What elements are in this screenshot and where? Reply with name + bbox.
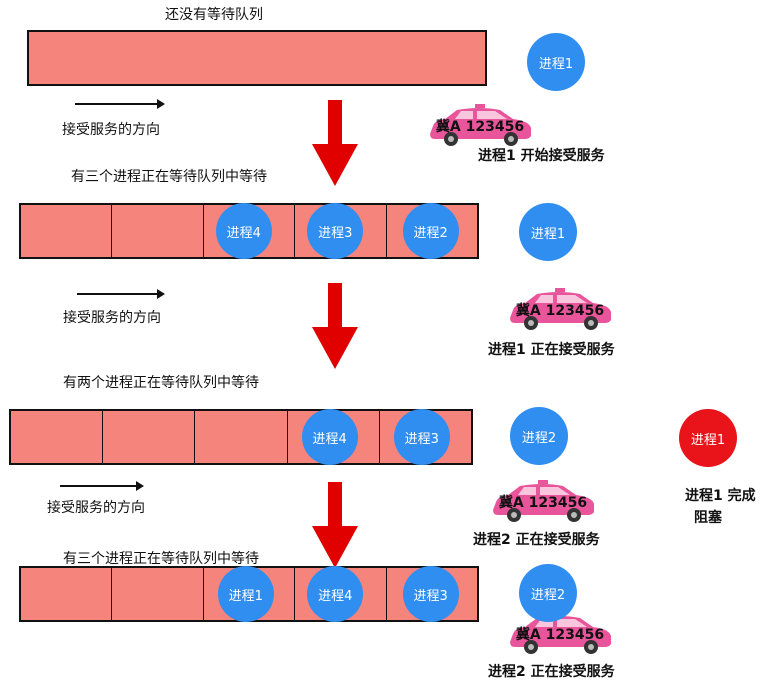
stage2-direction-arrow bbox=[77, 289, 165, 299]
stage1-plate: 冀A 123456 bbox=[435, 119, 525, 135]
stage3-blocked-process: 进程1 bbox=[679, 409, 737, 467]
queue-slot: 进程3 bbox=[387, 566, 477, 622]
stage2-plate: 冀A 123456 bbox=[515, 303, 605, 319]
queue-slot: 进程4 bbox=[295, 566, 387, 622]
stage4-car: 冀A 123456 bbox=[505, 612, 615, 656]
stage2-caption: 进程1 正在接受服务 bbox=[488, 342, 615, 358]
stage3-plate: 冀A 123456 bbox=[498, 495, 588, 511]
stage3-caption: 进程2 正在接受服务 bbox=[473, 532, 600, 548]
stage1-caption: 进程1 开始接受服务 bbox=[478, 148, 605, 164]
stage1-car: 冀A 123456 bbox=[425, 104, 535, 148]
waiting-process: 进程3 bbox=[307, 203, 364, 259]
stage3-direction-arrow bbox=[60, 481, 144, 491]
queue-slot: 进程3 bbox=[380, 409, 471, 465]
stage3-running-process: 进程2 bbox=[510, 407, 568, 465]
stage1-title: 还没有等待队列 bbox=[165, 7, 263, 23]
queue-slot: 进程4 bbox=[288, 409, 380, 465]
waiting-process: 进程1 bbox=[217, 566, 274, 622]
stage1-direction-label: 接受服务的方向 bbox=[62, 122, 160, 138]
stage3-title: 有两个进程正在等待队列中等待 bbox=[63, 375, 259, 391]
stage4-wait-queue: 进程1 进程4 进程3 bbox=[19, 566, 479, 622]
stage3-direction-label: 接受服务的方向 bbox=[47, 500, 145, 516]
queue-slot bbox=[103, 411, 196, 463]
stage3-blocked-caption-line1: 进程1 完成 bbox=[685, 488, 756, 504]
waiting-process: 进程3 bbox=[402, 566, 459, 622]
waiting-process: 进程4 bbox=[307, 566, 364, 622]
waiting-process: 进程4 bbox=[215, 203, 272, 259]
transition-arrow-2 bbox=[312, 283, 358, 369]
queue-slot bbox=[21, 205, 113, 257]
waiting-process: 进程3 bbox=[393, 409, 450, 465]
car-icon bbox=[430, 104, 531, 146]
queue-slot bbox=[112, 568, 204, 620]
stage3-car: 冀A 123456 bbox=[488, 480, 598, 524]
car-icon bbox=[493, 480, 594, 522]
stage4-plate: 冀A 123456 bbox=[515, 627, 605, 643]
stage2-title: 有三个进程正在等待队列中等待 bbox=[71, 169, 267, 185]
queue-slot bbox=[112, 205, 204, 257]
queue-slot: 进程3 bbox=[295, 203, 387, 259]
stage2-running-process: 进程1 bbox=[519, 203, 577, 261]
waiting-process: 进程2 bbox=[402, 203, 459, 259]
stage3-wait-queue: 进程4 进程3 bbox=[9, 409, 473, 465]
stage4-running-process: 进程2 bbox=[519, 564, 577, 622]
transition-arrow-3 bbox=[312, 482, 358, 568]
waiting-process: 进程4 bbox=[301, 409, 358, 465]
queue-slot: 进程2 bbox=[387, 203, 477, 259]
stage4-caption: 进程2 正在接受服务 bbox=[488, 664, 615, 680]
stage1-direction-arrow bbox=[75, 99, 165, 109]
queue-slot bbox=[11, 411, 104, 463]
queue-slot: 进程1 bbox=[204, 566, 296, 622]
queue-slot: 进程4 bbox=[204, 203, 296, 259]
stage3-blocked-caption-line2: 阻塞 bbox=[694, 510, 722, 526]
stage2-wait-queue: 进程4 进程3 进程2 bbox=[19, 203, 479, 259]
stage1-empty-queue bbox=[27, 30, 487, 86]
stage1-running-process: 进程1 bbox=[527, 33, 585, 91]
transition-arrow-1 bbox=[312, 100, 358, 186]
queue-slot bbox=[21, 568, 113, 620]
stage4-title: 有三个进程正在等待队列中等待 bbox=[63, 551, 259, 567]
stage2-car: 冀A 123456 bbox=[505, 288, 615, 332]
queue-slot bbox=[195, 411, 288, 463]
stage2-direction-label: 接受服务的方向 bbox=[63, 310, 161, 326]
car-icon bbox=[510, 288, 611, 330]
